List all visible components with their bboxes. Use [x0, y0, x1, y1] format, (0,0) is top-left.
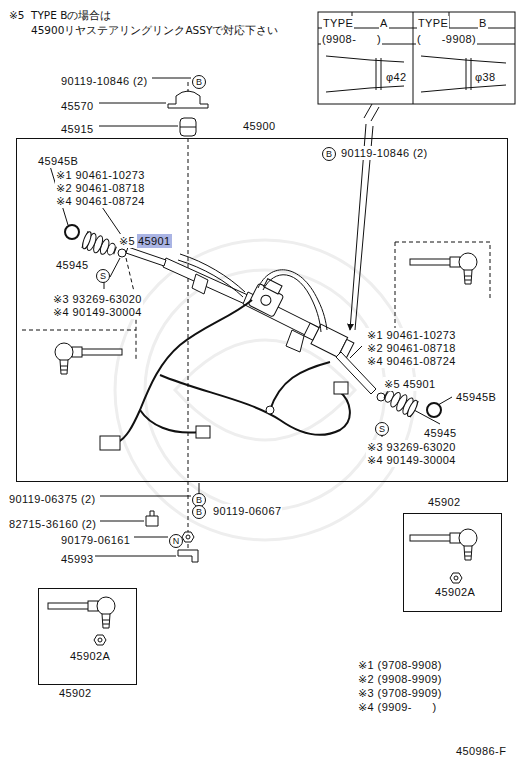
part-number: 45915 [60, 122, 95, 136]
table-cell: φ42 [385, 70, 408, 84]
table-cell: TYPE [417, 16, 449, 30]
part-number: ※3 93269-63020 [52, 292, 143, 306]
table-cell: φ38 [474, 70, 497, 84]
note-text: ※5 [8, 8, 25, 22]
part-number: 45945 [423, 426, 458, 440]
footnote: 450986-F [455, 744, 507, 758]
circled-letter: S [375, 422, 389, 436]
part-number: 45945B [37, 154, 79, 168]
part-number: 45901 [137, 234, 172, 248]
part-number: ※4 90149-30004 [52, 305, 143, 319]
part-number: 45902 [58, 686, 93, 700]
circled-letter: B [192, 505, 206, 519]
table-cell: ( -9908) [416, 32, 477, 46]
circled-letter: B [192, 75, 206, 89]
part-box: 4590245902A [403, 513, 502, 612]
part-box: 45902A45902 [38, 588, 137, 685]
footnote: ※2 (9908-9909) [357, 672, 443, 686]
part-number: 90179-06161 [60, 533, 131, 547]
footnote: ※4 (9909- ) [357, 700, 438, 714]
part-number: 45902 [427, 495, 462, 509]
table-cell: A [379, 16, 389, 30]
part-number: 45993 [60, 552, 95, 566]
part-number: ※4 90461-08724 [366, 354, 457, 368]
part-number: 45945 [55, 258, 90, 272]
part-number: 45901 [402, 377, 437, 391]
part-number: 45945B [455, 390, 497, 404]
part-number: ※4 90461-08724 [55, 194, 146, 208]
part-number: 90119-10846 (2) [60, 74, 149, 88]
part-number: ※5 [383, 377, 401, 391]
part-number: 45570 [60, 99, 95, 113]
circled-letter: S [96, 269, 110, 283]
note-text: 45900リヤステアリングリンクASSYで対応下さい [30, 23, 279, 37]
part-number: ※2 90461-08718 [55, 181, 146, 195]
part-number: ※2 90461-08718 [366, 341, 457, 355]
table-cell: TYPE [322, 16, 354, 30]
part-number: 45900 [242, 119, 277, 133]
part-number: ※3 93269-63020 [366, 440, 457, 454]
part-number: 90119-10846 (2) [340, 146, 429, 160]
part-number: 82715-36160 (2) [8, 517, 97, 531]
footnote: ※1 (9708-9908) [357, 658, 443, 672]
note-text: TYPE Bの場合は [30, 8, 112, 22]
footnote: ※3 (9708-9909) [357, 686, 443, 700]
table-cell: B [478, 16, 488, 30]
part-number: ※1 90461-10273 [366, 328, 457, 342]
type-table [318, 12, 515, 104]
part-number: 45902A [69, 649, 111, 663]
part-number: ※4 90149-30004 [366, 453, 457, 467]
part-number: ※5 [118, 234, 136, 248]
table-cell: (9908- ) [321, 32, 382, 46]
part-number: 90119-06067 [212, 504, 282, 518]
part-number: 45902A [434, 585, 476, 599]
circled-letter: B [322, 147, 336, 161]
part-number: 90119-06375 (2) [8, 492, 97, 506]
circled-letter: N [169, 534, 183, 548]
part-number: ※1 90461-10273 [55, 168, 146, 182]
